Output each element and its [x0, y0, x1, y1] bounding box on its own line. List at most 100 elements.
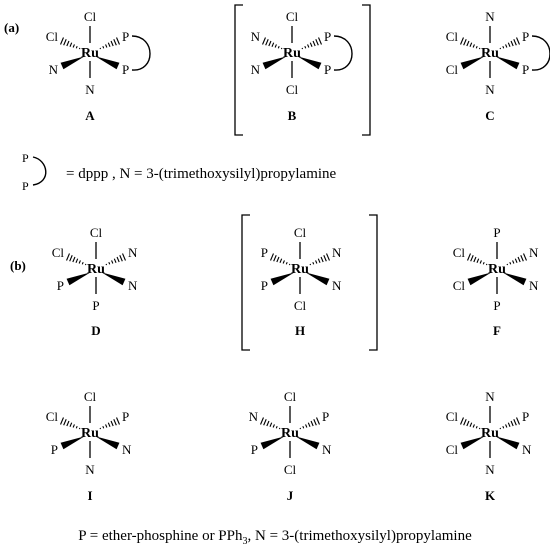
bond-front-right: [95, 56, 120, 70]
ligand-top-Cl: Cl: [294, 225, 307, 240]
bond-back-left: [260, 417, 281, 430]
bond-front-left: [262, 56, 287, 70]
compound-label-F: F: [493, 323, 501, 338]
bond-back-right: [299, 417, 320, 430]
bond-back-right: [105, 253, 126, 266]
bond-front-left: [60, 436, 85, 450]
ligand-front-right-N: N: [529, 278, 539, 293]
ligand-front-right-P: P: [522, 62, 529, 77]
bond-back-left: [66, 253, 87, 266]
ligand-bottom-P: P: [92, 298, 99, 313]
bond-back-right: [499, 417, 520, 430]
ligand-top-N: N: [485, 9, 495, 24]
bond-back-right: [506, 253, 527, 266]
bracket-left: [241, 214, 250, 351]
ligand-front-right-N: N: [332, 278, 342, 293]
ligand-front-left-Cl: Cl: [446, 62, 459, 77]
ligand-bottom-N: N: [485, 462, 495, 477]
bond-back-right: [301, 37, 322, 50]
compound-label-J: J: [287, 488, 294, 503]
bond-back-left: [460, 417, 481, 430]
bond-front-right: [502, 272, 527, 286]
ligand-bottom-N: N: [485, 82, 495, 97]
bond-back-left: [262, 37, 283, 50]
ligand-front-right-N: N: [128, 278, 138, 293]
chelate-arc-dppp: [531, 35, 550, 71]
panel-tag-a: (a): [4, 20, 19, 35]
ligand-top-P: P: [493, 225, 500, 240]
ligand-back-right-P: P: [522, 29, 529, 44]
legend-part-3: , N = 3-(trimethoxysilyl)propylamine: [248, 528, 473, 544]
compound-label-A: A: [85, 108, 95, 123]
ligand-front-right-N: N: [322, 442, 332, 457]
bond-front-left: [467, 272, 492, 286]
bond-front-right: [495, 56, 520, 70]
bond-front-right: [101, 272, 126, 286]
metal-center-ru: Ru: [283, 46, 301, 61]
ligand-top-Cl: Cl: [84, 389, 97, 404]
ligand-bottom-Cl: Cl: [284, 462, 297, 477]
bond-front-left: [260, 436, 285, 450]
bracket-left: [234, 4, 243, 136]
ligand-bottom-P: P: [493, 298, 500, 313]
metal-center-ru: Ru: [281, 426, 299, 441]
ligand-bottom-Cl: Cl: [286, 82, 299, 97]
bond-back-left: [467, 253, 488, 266]
ligand-top-Cl: Cl: [284, 389, 297, 404]
bond-back-left: [460, 37, 481, 50]
bond-front-left: [60, 56, 85, 70]
ligand-back-left-Cl: Cl: [52, 245, 65, 260]
metal-center-ru: Ru: [488, 262, 506, 277]
bond-back-right: [99, 37, 120, 50]
ligand-back-right-N: N: [529, 245, 539, 260]
compound-label-B: B: [288, 108, 297, 123]
ligand-back-right-P: P: [122, 409, 129, 424]
bond-back-left: [60, 417, 81, 430]
ligand-back-right-P: P: [522, 409, 529, 424]
metal-center-ru: Ru: [481, 46, 499, 61]
ligand-back-left-N: N: [251, 29, 261, 44]
legend-part-1: P = ether-phosphine or PPh: [78, 528, 243, 544]
ligand-front-left-P: P: [57, 278, 64, 293]
ligand-back-left-Cl: Cl: [446, 29, 459, 44]
ligand-front-left-P: P: [261, 278, 268, 293]
ligand-back-left-Cl: Cl: [446, 409, 459, 424]
bond-front-right: [95, 436, 120, 450]
ligand-front-right-N: N: [122, 442, 132, 457]
ligand-top-Cl: Cl: [90, 225, 103, 240]
ligand-front-left-Cl: Cl: [446, 442, 459, 457]
ligand-back-right-P: P: [324, 29, 331, 44]
phosphine-legend: P = ether-phosphine or PPh3, N = 3-(trim…: [78, 528, 472, 547]
dppp-legend: P P = dppp , N = 3-(trimethoxysilyl)prop…: [22, 151, 337, 193]
bracket-right: [369, 214, 378, 351]
bond-back-right: [499, 37, 520, 50]
bond-front-left: [460, 436, 485, 450]
bond-front-left: [66, 272, 91, 286]
ligand-front-right-P: P: [122, 62, 129, 77]
ligand-back-left-N: N: [249, 409, 259, 424]
bond-front-left: [460, 56, 485, 70]
bond-front-right: [495, 436, 520, 450]
bond-back-left: [60, 37, 81, 50]
dppp-arc: [32, 156, 47, 186]
bond-back-left: [270, 253, 291, 266]
ligand-top-Cl: Cl: [84, 9, 97, 24]
dppp-p-top: P: [22, 151, 29, 165]
ligand-front-right-N: N: [522, 442, 532, 457]
ligand-front-left-P: P: [51, 442, 58, 457]
ligand-back-right-N: N: [128, 245, 138, 260]
ligand-back-left-P: P: [261, 245, 268, 260]
bond-front-right: [297, 56, 322, 70]
metal-center-ru: Ru: [81, 426, 99, 441]
bond-front-right: [305, 272, 330, 286]
compound-label-D: D: [91, 323, 100, 338]
